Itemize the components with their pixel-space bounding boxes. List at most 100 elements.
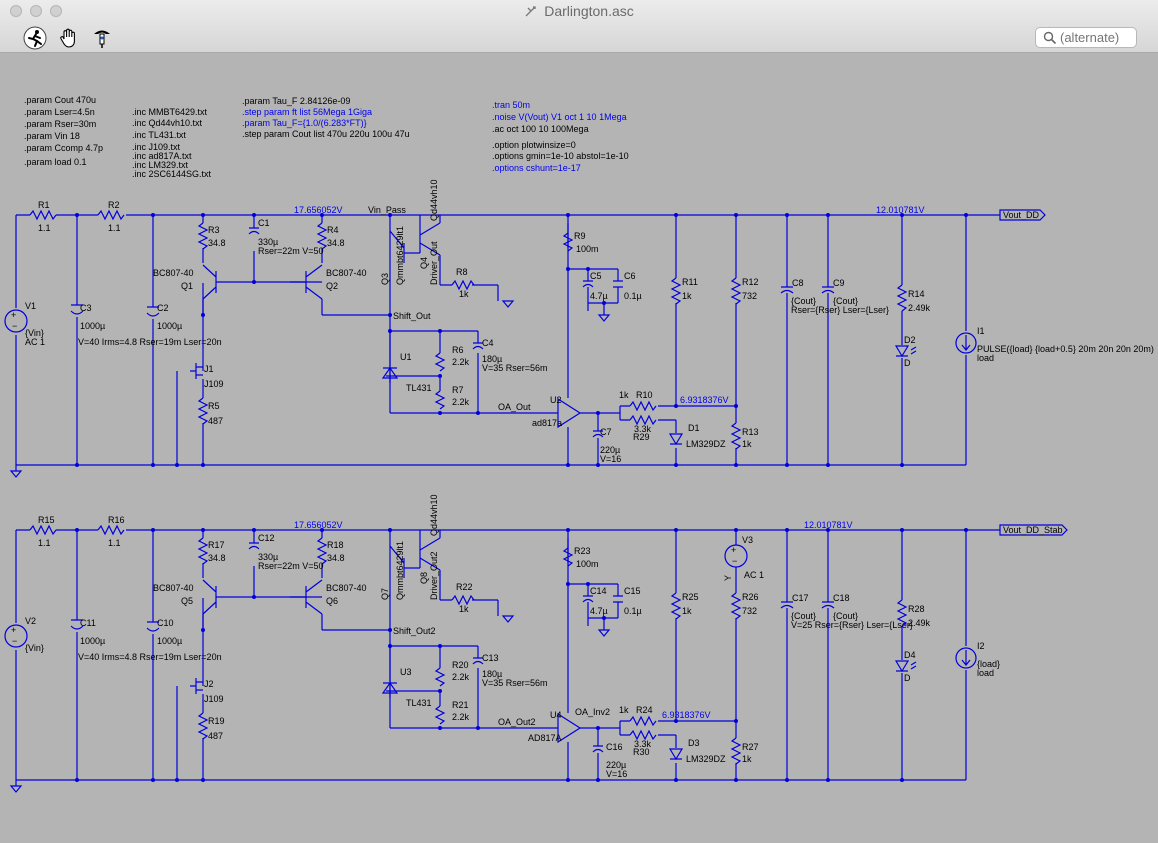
probe-icon[interactable]: [90, 26, 114, 50]
v2-label: V2: [25, 616, 36, 626]
c2-value: 1000µ: [157, 321, 182, 331]
tran-directive[interactable]: .tran 50m: [492, 100, 530, 110]
r6-value: 2.2k: [452, 357, 470, 367]
resistor-r25: [670, 592, 682, 620]
options-cshunt[interactable]: .options cshunt=1e-17: [492, 163, 581, 173]
transistor-q2: [290, 264, 323, 300]
r20-label: R20: [452, 660, 469, 670]
step-param-ft[interactable]: .step param ft list 56Mega 1Giga: [242, 107, 372, 117]
c13-params: V=35 Rser=56m: [482, 678, 548, 688]
param-ccomp[interactable]: .param Ccomp 4.7p: [24, 143, 103, 153]
param-rser[interactable]: .param Rser=30m: [24, 119, 96, 129]
schematic-canvas[interactable]: .param Cout 470u .param Lser=4.5n .param…: [0, 53, 1158, 843]
param-load[interactable]: .param load 0.1: [24, 157, 87, 167]
resistor-r5: [197, 397, 209, 425]
inc-j109[interactable]: .inc J109.txt: [132, 142, 181, 152]
r2-value: 1.1: [108, 223, 121, 233]
transistor-q4: [419, 215, 499, 301]
c1-label: C1: [258, 218, 270, 228]
options-gmin[interactable]: .options gmin=1e-10 abstol=1e-10: [492, 151, 629, 161]
j2-model: J109: [204, 694, 224, 704]
inc-2sc6144sg[interactable]: .inc 2SC6144SG.txt: [132, 169, 212, 179]
resistor-r23: [562, 547, 574, 567]
r9-value: 100m: [576, 244, 599, 254]
inc-tl431[interactable]: .inc TL431.txt: [132, 130, 186, 140]
net-oa-out-2: OA_Out2: [498, 717, 536, 727]
window-title-text: Darlington.asc: [544, 3, 634, 19]
close-window-button[interactable]: [10, 5, 22, 17]
node-voltage-out-2: 12.010781V: [804, 520, 853, 530]
r4-value: 34.8: [327, 238, 345, 248]
resistor-r20: [434, 667, 446, 687]
q2-model: BC807-40: [326, 268, 367, 278]
r10-label: R10: [636, 390, 653, 400]
c14-value: 4.7µ: [590, 606, 608, 616]
inc-qd44vh10[interactable]: .inc Qd44vh10.txt: [132, 118, 203, 128]
shunt-ref-u3: [381, 681, 440, 694]
circuit-vout-dd-stab[interactable]: R15 1.1 R16 1.1 +− V2 {Vin} C11 1000µ C1…: [4, 494, 1068, 793]
voltage-source-v3: [724, 544, 748, 568]
led-d2: [894, 345, 917, 358]
i2-value: {load}: [977, 659, 1000, 669]
r23-label: R23: [574, 546, 591, 556]
q5-model: BC807-40: [153, 583, 194, 593]
r5-value: 487: [208, 416, 223, 426]
inc-ad817a[interactable]: .inc ad817A.txt: [132, 151, 192, 161]
r13-label: R13: [742, 427, 759, 437]
c2-label: C2: [157, 303, 169, 313]
c7-value: 220µ: [600, 445, 620, 455]
param-vin[interactable]: .param Vin 18: [24, 131, 80, 141]
net-driver-out: Driver_Out: [429, 241, 439, 285]
noise-directive[interactable]: .noise V(Vout) V1 oct 1 10 1Mega: [492, 112, 627, 122]
node-voltage-ref: 6.9318376V: [680, 395, 729, 405]
c7-label: C7: [600, 427, 612, 437]
step-param-cout[interactable]: .step param Cout list 470u 220u 100u 47u: [242, 129, 410, 139]
spice-directives[interactable]: .param Cout 470u .param Lser=4.5n .param…: [24, 95, 629, 179]
ac-directive[interactable]: .ac oct 100 10 100Mega: [492, 124, 589, 134]
option-plotwinsize[interactable]: .option plotwinsize=0: [492, 140, 576, 150]
c15-value: 0.1µ: [624, 606, 642, 616]
r25-label: R25: [682, 592, 699, 602]
resistor-r4: [316, 222, 328, 250]
search-input[interactable]: [1035, 27, 1137, 48]
r30-label: R30: [633, 747, 650, 757]
r3-label: R3: [208, 225, 220, 235]
r23-value: 100m: [576, 559, 599, 569]
inc-mmbt6429[interactable]: .inc MMBT6429.txt: [132, 107, 208, 117]
inc-lm329[interactable]: .inc LM329.txt: [132, 160, 189, 170]
c4-value: 180µ: [482, 354, 502, 364]
param-lser[interactable]: .param Lser=4.5n: [24, 107, 95, 117]
resistor-r24: [629, 715, 657, 727]
c3-value: 1000µ: [80, 321, 105, 331]
v3-ac: AC 1: [744, 570, 764, 580]
c6-value: 0.1µ: [624, 291, 642, 301]
r7-label: R7: [452, 385, 464, 395]
node-voltage-top: 17.656052V: [294, 205, 343, 215]
resistor-r6: [434, 352, 446, 372]
c5-label: C5: [590, 271, 602, 281]
c12-params: Rser=22m V=50: [258, 561, 324, 571]
transistor-q1: [202, 264, 220, 300]
param-tau-f-formula[interactable]: .param Tau_F={1.0/(6.283*FT)}: [242, 118, 367, 128]
param-tau-f[interactable]: .param Tau_F 2.84126e-09: [242, 96, 350, 106]
q6-label: Q6: [326, 596, 338, 606]
r22-label: R22: [456, 582, 473, 592]
transistor-q5: [202, 579, 220, 615]
opamp-u4: [478, 530, 582, 780]
zoom-window-button[interactable]: [50, 5, 62, 17]
v3-y: Y: [723, 575, 733, 581]
c5-value: 4.7µ: [590, 291, 608, 301]
resistor-r18: [316, 537, 328, 565]
circuit-vout-dd[interactable]: R1 1.1 R2 1.1 +− V1 {Vin} AC 1 C3 1000µ …: [4, 179, 1154, 478]
current-source-i1: [955, 332, 977, 354]
d2-label: D2: [904, 335, 916, 345]
r19-value: 487: [208, 731, 223, 741]
param-cout[interactable]: .param Cout 470u: [24, 95, 96, 105]
c10-label: C10: [157, 618, 174, 628]
minimize-window-button[interactable]: [30, 5, 42, 17]
zener-d3: [668, 748, 684, 761]
pan-hand-icon[interactable]: [57, 26, 81, 50]
r12-value: 732: [742, 291, 757, 301]
run-icon[interactable]: [23, 26, 47, 50]
